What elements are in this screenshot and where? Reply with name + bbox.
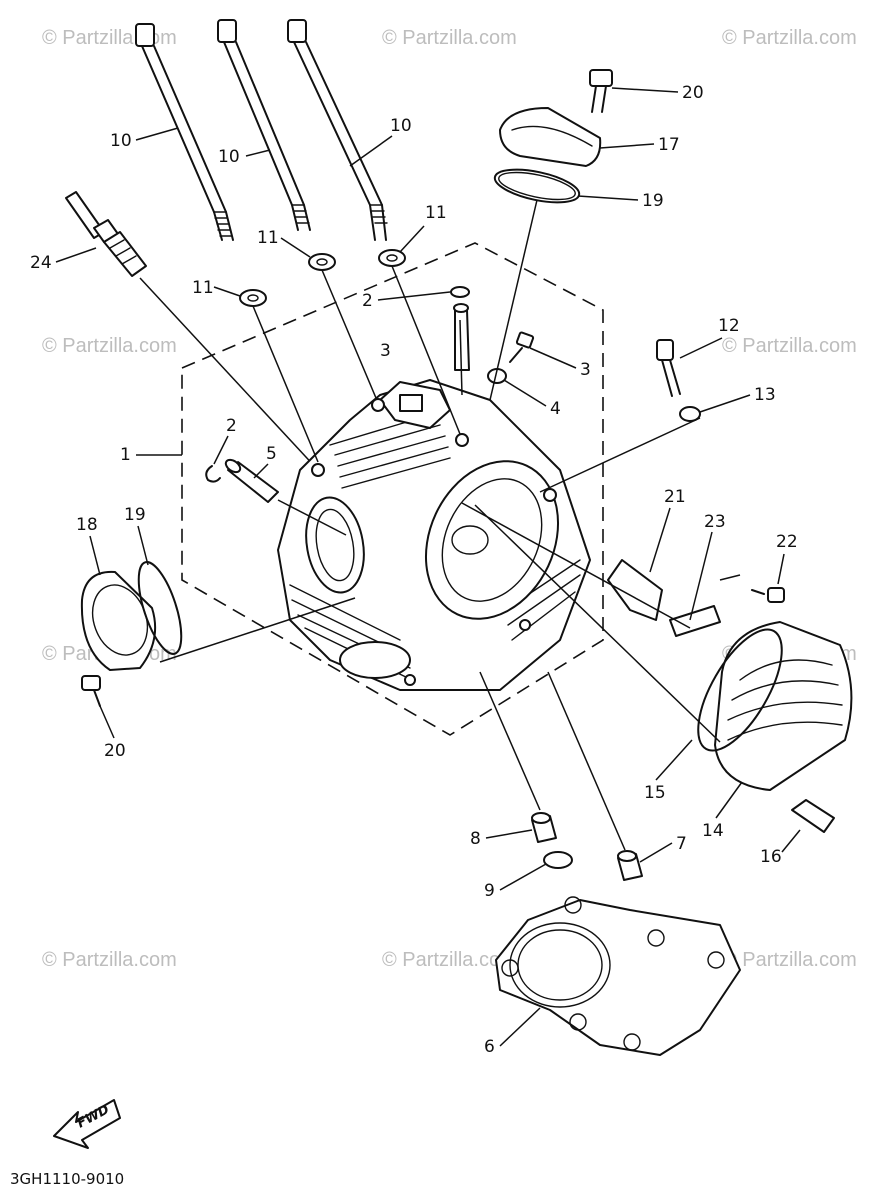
callout-16: 16 xyxy=(760,847,782,867)
callout-23: 23 xyxy=(704,512,726,532)
valve-guide-left xyxy=(205,458,347,536)
watermark: © Partzilla.com xyxy=(722,335,857,357)
callout-5: 5 xyxy=(266,444,277,464)
spark-plug xyxy=(65,191,319,471)
watermark: © Partzilla.com xyxy=(382,27,517,49)
callout-8: 8 xyxy=(470,829,481,849)
callout-10: 10 xyxy=(110,131,132,151)
callout-19: 19 xyxy=(642,191,664,211)
side-cover-right xyxy=(461,417,853,833)
callout-20: 20 xyxy=(104,741,126,761)
callout-4: 4 xyxy=(550,399,561,419)
valve-guide-top xyxy=(450,286,470,371)
callout-6: 6 xyxy=(484,1037,495,1057)
callout-11: 11 xyxy=(192,278,214,298)
tappet-cover-left xyxy=(80,561,356,707)
callout-9: 9 xyxy=(484,881,495,901)
bolt-3 xyxy=(487,331,535,384)
callout-3: 3 xyxy=(580,360,591,380)
callout-13: 13 xyxy=(754,385,776,405)
cylinder-head xyxy=(277,379,591,691)
callout-11: 11 xyxy=(257,228,279,248)
callout-1: 1 xyxy=(120,445,131,465)
callout-20: 20 xyxy=(682,83,704,103)
callout-21: 21 xyxy=(664,487,686,507)
watermark: © Partzilla.com xyxy=(722,949,857,971)
callout-14: 14 xyxy=(702,821,724,841)
dowels-and-gasket xyxy=(479,671,741,1056)
stud-bolt-left xyxy=(135,23,234,241)
callout-2: 2 xyxy=(362,291,373,311)
assembly-boundary xyxy=(181,242,604,736)
callout-10: 10 xyxy=(218,147,240,167)
callout-17: 17 xyxy=(658,135,680,155)
watermark: © Partzilla.com xyxy=(42,949,177,971)
leader-lines xyxy=(252,199,538,463)
tappet-cover-top xyxy=(493,69,613,204)
watermark: © Partzilla.com xyxy=(382,949,517,971)
stud-bolt-right xyxy=(287,19,388,241)
callout-7: 7 xyxy=(676,834,687,854)
watermark: © Partzilla.com xyxy=(42,335,177,357)
watermark: © Partzilla.com xyxy=(722,27,857,49)
callout-11: 11 xyxy=(425,203,447,223)
callout-2: 2 xyxy=(226,416,237,436)
callouts: 10 10 10 11 11 11 24 20 17 19 2 3 3 4 12… xyxy=(30,83,801,1057)
callout-19: 19 xyxy=(124,505,146,525)
callout-22: 22 xyxy=(776,532,798,552)
callout-24: 24 xyxy=(30,253,52,273)
bolt-12 xyxy=(656,339,701,422)
callout-18: 18 xyxy=(76,515,98,535)
callout-15: 15 xyxy=(644,783,666,803)
stud-bolt-middle xyxy=(217,19,311,231)
stud-bolts xyxy=(135,19,388,241)
watermark: © Partzilla.com xyxy=(42,27,177,49)
callout-3: 3 xyxy=(380,341,391,361)
washers xyxy=(239,249,406,307)
fwd-arrow: FWD xyxy=(53,1099,121,1149)
callout-10: 10 xyxy=(390,116,412,136)
callout-12: 12 xyxy=(718,316,740,336)
diagram-code: 3GH1110-9010 xyxy=(10,1170,124,1188)
